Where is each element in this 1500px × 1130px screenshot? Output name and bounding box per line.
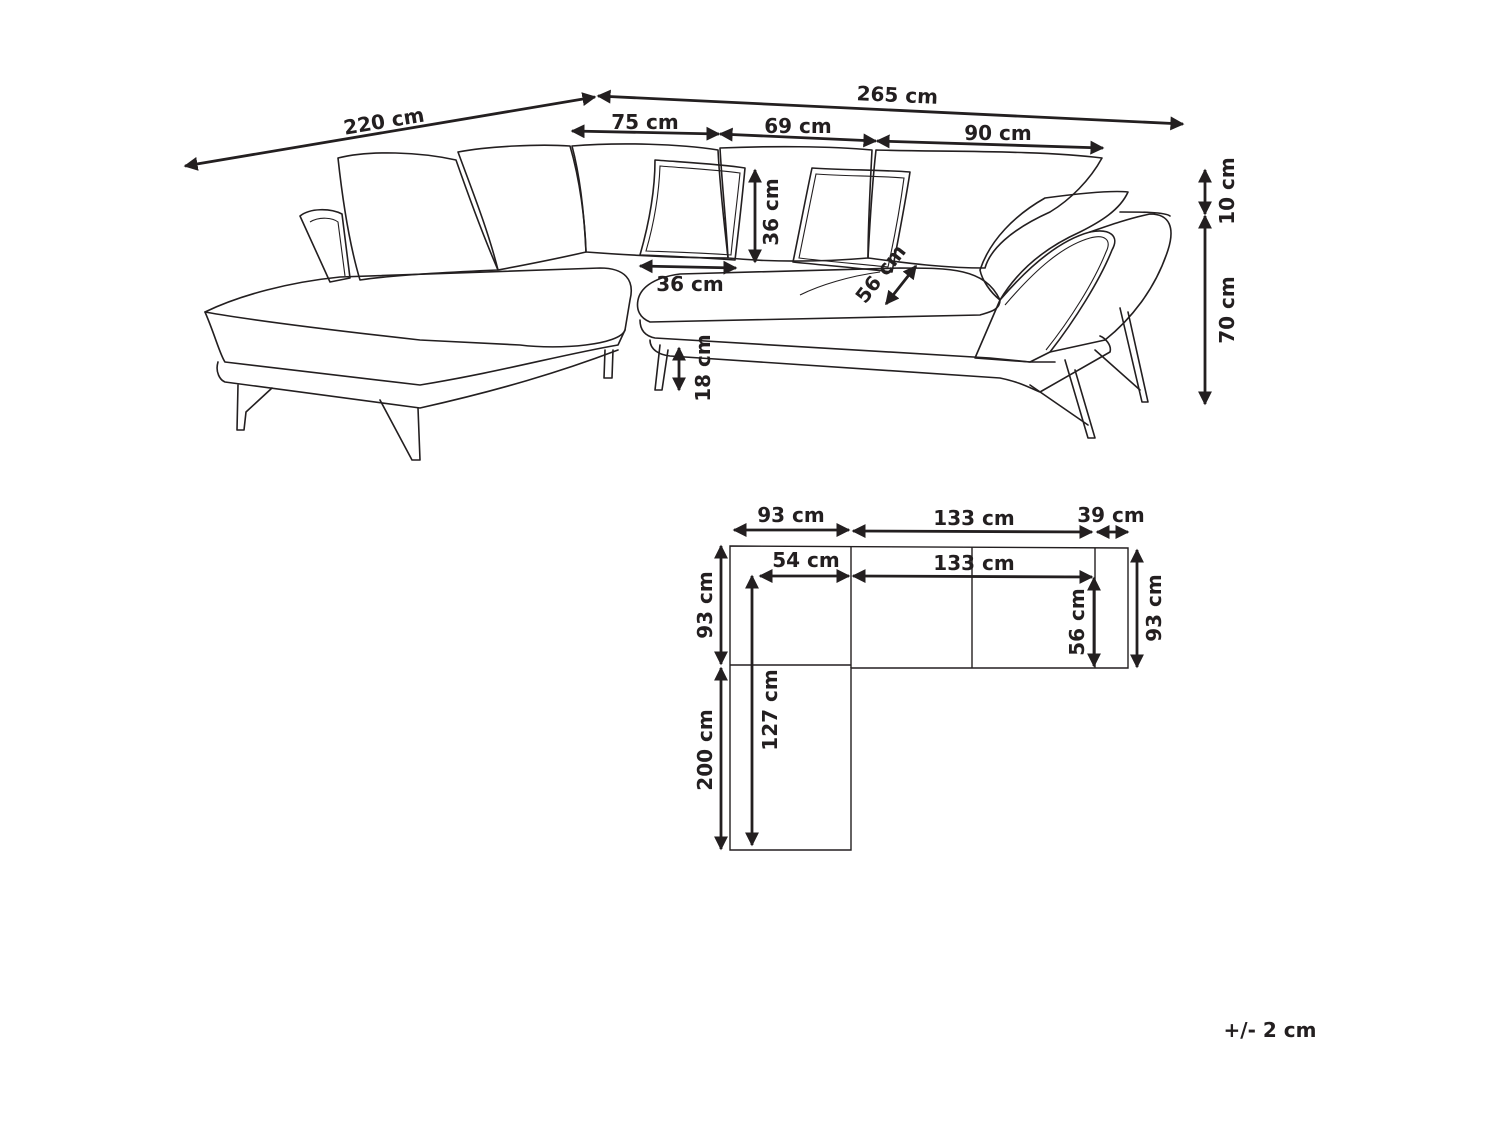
plan-dim-line-133-top <box>851 524 1094 539</box>
plan-dim-label-93-right: 93 cm <box>1142 574 1166 642</box>
plan-dim-label-39: 39 cm <box>1077 503 1145 527</box>
right-armrest <box>974 230 1116 363</box>
left-back-panel-inner <box>309 217 346 277</box>
plan-dim-label-200: 200 cm <box>693 709 717 790</box>
dim-label-56: 56 cm <box>850 240 910 308</box>
plan-dim-label-127: 127 cm <box>758 669 782 750</box>
dim-line-265 <box>596 89 1185 131</box>
right-armrest-seam <box>1004 236 1109 351</box>
plan-dim-line-133-inner <box>851 569 1094 584</box>
sofa-illustration <box>204 143 1172 461</box>
dim-label-70: 70 cm <box>1215 276 1239 344</box>
back-cushion-2 <box>457 144 587 271</box>
sofa-dimensions: 220 cm 265 cm 75 cm 69 cm 90 cm 10 cm 70… <box>183 81 1239 406</box>
tolerance-note: +/- 2 cm <box>1224 1018 1317 1042</box>
dim-label-265: 265 cm <box>856 81 938 109</box>
dim-label-75: 75 cm <box>611 110 679 134</box>
main-seat-divider <box>799 271 881 296</box>
dim-label-36-vertical: 36 cm <box>759 178 783 246</box>
arm-pillow <box>979 190 1129 301</box>
left-back-panel <box>299 208 351 283</box>
chaise-leg-left <box>236 384 273 431</box>
main-seat-cushion <box>636 267 1001 323</box>
main-leg-back-brace <box>1094 349 1141 391</box>
main-base <box>649 335 1112 393</box>
plan-dim-label-133-top: 133 cm <box>933 506 1014 530</box>
plan-dimensions: 93 cm 133 cm 39 cm 54 cm 133 cm 93 cm 20… <box>693 503 1166 851</box>
dim-label-90: 90 cm <box>964 121 1032 145</box>
chaise-leg-back <box>603 349 614 379</box>
main-leg-front-right <box>1064 359 1096 439</box>
plan-dim-label-93-left: 93 cm <box>693 571 717 639</box>
dim-line-75 <box>570 124 721 141</box>
chaise-seat <box>204 267 632 348</box>
plan-dim-label-93-top: 93 cm <box>757 503 825 527</box>
main-leg-back-right <box>1119 307 1149 403</box>
main-leg-brace <box>1029 384 1089 426</box>
dim-line-90 <box>875 134 1105 155</box>
dim-line-56 <box>884 264 918 306</box>
dim-label-69: 69 cm <box>764 114 832 138</box>
plan-dim-label-133-inner: 133 cm <box>933 551 1014 575</box>
plan-dim-label-56: 56 cm <box>1065 588 1089 656</box>
dim-line-69 <box>718 127 878 148</box>
floor-plan <box>729 545 1129 851</box>
chaise-base <box>216 349 619 409</box>
back-cushion-3 <box>571 143 729 259</box>
back-cushion-1 <box>337 152 499 281</box>
right-armrest-outer <box>1049 213 1172 353</box>
dim-label-220: 220 cm <box>342 103 426 140</box>
main-leg-front-left <box>654 344 669 391</box>
dim-label-10: 10 cm <box>1215 157 1239 225</box>
dim-label-36-horizontal: 36 cm <box>656 272 724 296</box>
right-armrest-top <box>1119 211 1171 217</box>
plan-dim-label-54: 54 cm <box>772 548 840 572</box>
throw-pillow-left-seam <box>645 165 741 256</box>
dim-line-36-horizontal <box>638 259 738 275</box>
chaise-leg-front <box>379 399 421 461</box>
chaise-seat-edge <box>204 311 626 386</box>
dim-label-18: 18 cm <box>691 334 715 402</box>
dim-line-220 <box>183 92 597 171</box>
main-seat-front <box>639 319 1056 363</box>
